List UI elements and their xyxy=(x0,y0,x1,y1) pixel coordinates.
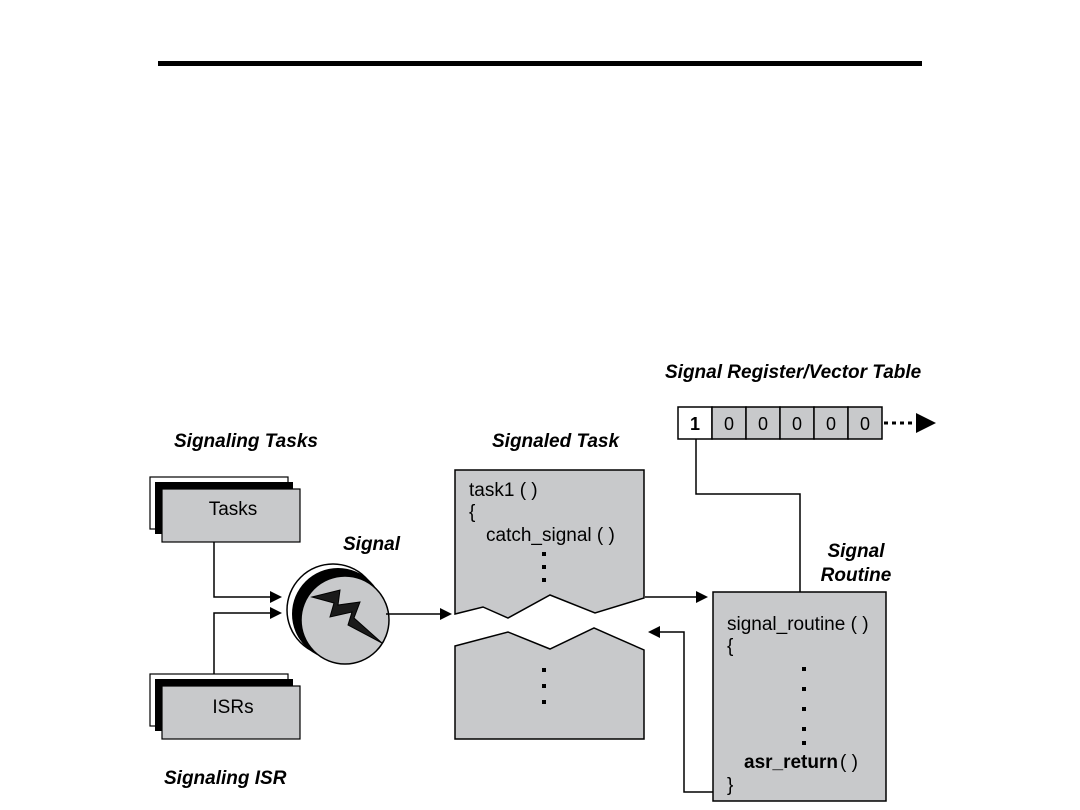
routine-return-line: asr_return( ) xyxy=(744,752,858,773)
title-rule xyxy=(158,61,922,66)
register-cell xyxy=(677,406,713,440)
isrs-box-label: ISRs xyxy=(212,697,253,718)
tasks-to-signal-arrow xyxy=(213,542,282,603)
register-cell-value: 0 xyxy=(724,414,734,434)
register-cell-value: 0 xyxy=(826,414,836,434)
task-code-line: { xyxy=(469,502,476,523)
register-cell xyxy=(847,406,883,440)
signaled-task-box-bottom xyxy=(454,627,645,740)
signal-routine-box xyxy=(712,591,887,802)
signal-register-label: Signal Register/Vector Table xyxy=(665,362,922,383)
routine-code-line: { xyxy=(727,636,734,657)
signaling-isr-label: Signaling ISR xyxy=(164,768,287,789)
signal-label: Signal xyxy=(343,534,401,555)
routine-return-arrow xyxy=(648,626,713,793)
routine-code-line: signal_routine ( ) xyxy=(727,614,869,635)
register-cell xyxy=(779,406,815,440)
signal-register: 1 0 0 0 0 0 xyxy=(677,406,936,440)
register-to-routine-line xyxy=(695,439,801,592)
signal-lightning-icon xyxy=(286,563,390,665)
asr-return-call: asr_return xyxy=(744,752,838,773)
task-ellipsis-bottom xyxy=(542,668,546,704)
register-cell-value: 1 xyxy=(690,414,700,434)
asr-return-parens: ( ) xyxy=(840,752,858,773)
register-arrowhead xyxy=(916,413,936,433)
signaling-tasks-label: Signaling Tasks xyxy=(174,431,318,452)
signaled-task-label: Signaled Task xyxy=(492,431,620,452)
task-code-line: catch_signal ( ) xyxy=(486,525,615,546)
tasks-box-label: Tasks xyxy=(209,499,258,520)
routine-ellipsis xyxy=(802,667,806,745)
register-cell-value: 0 xyxy=(758,414,768,434)
isrs-box: ISRs xyxy=(149,673,301,740)
task-code-line: task1 ( ) xyxy=(469,480,538,501)
signal-routine-label: Routine xyxy=(821,565,892,586)
signaled-task-box-top xyxy=(454,469,645,619)
tasks-box: Tasks xyxy=(149,476,301,543)
isrs-to-signal-arrow xyxy=(213,607,282,674)
routine-code-line: } xyxy=(727,775,733,796)
register-cell-value: 0 xyxy=(792,414,802,434)
register-cell xyxy=(813,406,849,440)
task-ellipsis-top xyxy=(542,552,546,582)
signal-routine-label: Signal xyxy=(827,541,885,562)
register-cell xyxy=(711,406,747,440)
register-cell-value: 0 xyxy=(860,414,870,434)
